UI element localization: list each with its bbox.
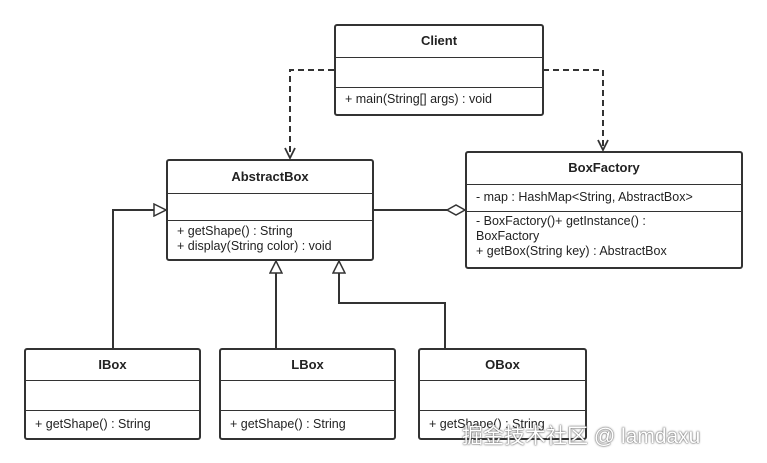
dependency-client-abstractbox	[290, 69, 334, 158]
attribute: - map : HashMap<String, AbstractBox>	[476, 190, 693, 204]
class-client[interactable]: Client + main(String[] args) : void	[334, 24, 544, 116]
operation: + getShape() : String	[35, 417, 151, 431]
operation: + getShape() : String	[230, 417, 346, 431]
attributes-compartment	[420, 381, 585, 411]
class-name: OBox	[420, 350, 585, 381]
operations-compartment: + getShape() : String + display(String c…	[168, 221, 372, 257]
operation: + getBox(String key) : AbstractBox	[476, 244, 667, 258]
class-obox[interactable]: OBox + getShape() : String	[418, 348, 587, 440]
operation: + getShape() : String	[429, 417, 545, 431]
class-ibox[interactable]: IBox + getShape() : String	[24, 348, 201, 440]
class-boxfactory[interactable]: BoxFactory - map : HashMap<String, Abstr…	[465, 151, 743, 269]
operations-compartment: + getShape() : String	[420, 411, 585, 438]
class-name: BoxFactory	[467, 153, 741, 185]
operations-compartment: - BoxFactory()+ getInstance() : BoxFacto…	[467, 212, 741, 261]
operations-compartment: + getShape() : String	[26, 411, 199, 438]
attributes-compartment	[26, 381, 199, 411]
dependency-client-boxfactory	[543, 69, 603, 150]
class-name: Client	[336, 26, 542, 58]
class-name: LBox	[221, 350, 394, 381]
attributes-compartment: - map : HashMap<String, AbstractBox>	[467, 185, 741, 212]
attributes-compartment	[336, 58, 542, 88]
class-name: IBox	[26, 350, 199, 381]
operation: - BoxFactory()+ getInstance() : BoxFacto…	[476, 214, 646, 243]
class-lbox[interactable]: LBox + getShape() : String	[219, 348, 396, 440]
generalization-ibox	[112, 210, 166, 348]
operation: + main(String[] args) : void	[345, 92, 492, 106]
class-name: AbstractBox	[168, 161, 372, 194]
operations-compartment: + main(String[] args) : void	[336, 88, 542, 111]
aggregation-diamond	[445, 204, 467, 216]
watermark: 掘金技术社区 @ lamdaxu	[462, 425, 701, 448]
attributes-compartment	[221, 381, 394, 411]
generalization-obox	[339, 261, 446, 348]
operation: + display(String color) : void	[177, 239, 332, 253]
attributes-compartment	[168, 194, 372, 221]
class-abstractbox[interactable]: AbstractBox + getShape() : String + disp…	[166, 159, 374, 261]
operations-compartment: + getShape() : String	[221, 411, 394, 438]
operation: + getShape() : String	[177, 224, 293, 238]
